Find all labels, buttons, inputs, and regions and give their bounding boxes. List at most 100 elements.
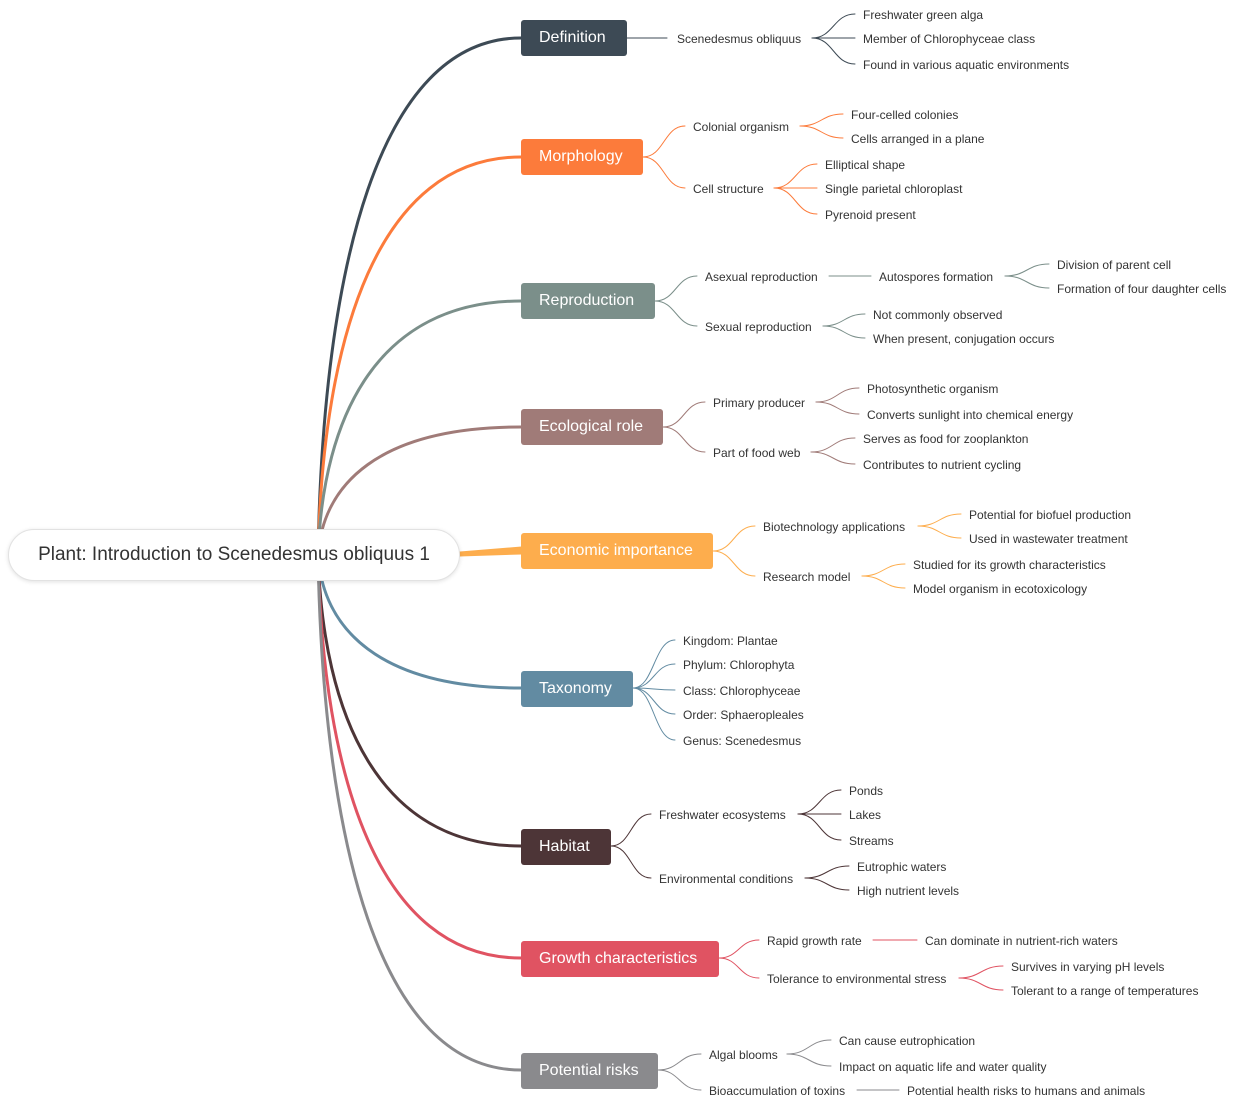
leaf-range-of-temperatures[interactable]: Tolerant to a range of temperatures: [1011, 984, 1199, 998]
leaf-parietal-chloroplast[interactable]: Single parietal chloroplast: [825, 182, 963, 196]
topic-freshwater-ecosystems[interactable]: Freshwater ecosystems: [659, 808, 786, 822]
topic-bioaccumulation[interactable]: Bioaccumulation of toxins: [709, 1084, 846, 1098]
link-risk-leaf-1: [786, 1039, 832, 1055]
link-eco-leaf-2: [815, 401, 860, 415]
topic-colonial-organism[interactable]: Colonial organism: [693, 120, 790, 134]
trunk-potential-risks: [316, 553, 523, 1072]
link-eco-leaf-3: [810, 437, 856, 453]
leaf-cause-eutrophication[interactable]: Can cause eutrophication: [839, 1034, 976, 1048]
link-eco-2: [662, 426, 706, 453]
leaf-nutrient-cycling[interactable]: Contributes to nutrient cycling: [863, 458, 1022, 472]
leaf-converts-sunlight[interactable]: Converts sunlight into chemical energy: [867, 408, 1074, 422]
branch-reproduction[interactable]: Reproduction: [521, 283, 655, 319]
leaf-eutrophic-waters[interactable]: Eutrophic waters: [857, 860, 947, 874]
leaf-cells-in-plane[interactable]: Cells arranged in a plane: [851, 132, 985, 146]
link-repro-leaf-3: [822, 313, 866, 327]
leaf-division-parent-cell[interactable]: Division of parent cell: [1057, 258, 1172, 272]
leaf-freshwater-green-alga[interactable]: Freshwater green alga: [863, 8, 984, 22]
leaf-aquatic-environments[interactable]: Found in various aquatic environments: [863, 58, 1070, 72]
link-morph-2: [642, 156, 686, 189]
leaf-elliptical-shape[interactable]: Elliptical shape: [825, 158, 906, 172]
leaf-health-risks[interactable]: Potential health risks to humans and ani…: [907, 1084, 1146, 1098]
topic-cell-structure[interactable]: Cell structure: [693, 182, 764, 196]
leaf-class[interactable]: Class: Chlorophyceae: [683, 684, 801, 698]
leaf-photosynthetic-organism[interactable]: Photosynthetic organism: [867, 382, 999, 396]
leaf-ponds[interactable]: Ponds: [849, 784, 884, 798]
topic-rapid-growth-rate[interactable]: Rapid growth rate: [767, 934, 862, 948]
root-topic[interactable]: Plant: Introduction to Scenedesmus obliq…: [8, 529, 460, 581]
leaf-conjugation-occurs[interactable]: When present, conjugation occurs: [873, 332, 1055, 346]
link-morph-leaf-1: [799, 113, 844, 127]
leaf-not-commonly-observed[interactable]: Not commonly observed: [873, 308, 1003, 322]
link-growth-leaf-1: [958, 965, 1004, 979]
link-tax-2: [632, 663, 676, 689]
branch-definition[interactable]: Definition: [521, 20, 627, 56]
leaf-varying-ph[interactable]: Survives in varying pH levels: [1011, 960, 1165, 974]
leaf-pyrenoid-present[interactable]: Pyrenoid present: [825, 208, 916, 222]
topic-tolerance-stress[interactable]: Tolerance to environmental stress: [767, 972, 947, 986]
link-econ-leaf-2: [917, 525, 962, 539]
branch-ecological-role[interactable]: Ecological role: [521, 409, 663, 445]
link-repro-1: [654, 275, 698, 302]
trunk-reproduction: [316, 299, 523, 557]
link-econ-leaf-3: [861, 563, 906, 577]
link-repro-leaf-4: [822, 325, 866, 339]
leaf-biofuel-production[interactable]: Potential for biofuel production: [969, 508, 1132, 522]
leaf-streams[interactable]: Streams: [849, 834, 894, 848]
link-growth-1: [718, 939, 760, 959]
branch-growth-characteristics[interactable]: Growth characteristics: [521, 941, 719, 977]
link-tax-4: [632, 687, 676, 715]
leaf-growth-characteristics-study[interactable]: Studied for its growth characteristics: [913, 558, 1106, 572]
trunk-economic-importance: [459, 546, 522, 557]
link-growth-leaf-2: [958, 977, 1004, 991]
topic-environmental-conditions[interactable]: Environmental conditions: [659, 872, 794, 886]
link-hab-2: [610, 845, 652, 879]
leaf-wastewater-treatment[interactable]: Used in wastewater treatment: [969, 532, 1128, 546]
link-risk-leaf-2: [786, 1053, 832, 1067]
link-hab-leaf-4: [804, 865, 850, 879]
branch-morphology[interactable]: Morphology: [521, 139, 643, 175]
branch-habitat[interactable]: Habitat: [521, 829, 611, 865]
trunk-taxonomy: [316, 553, 523, 690]
link-econ-leaf-1: [917, 513, 962, 527]
topic-biotechnology-applications[interactable]: Biotechnology applications: [763, 520, 906, 534]
link-hab-leaf-5: [804, 877, 850, 891]
link-eco-leaf-4: [810, 451, 856, 465]
topic-sexual-reproduction[interactable]: Sexual reproduction: [705, 320, 812, 334]
branch-economic-importance[interactable]: Economic importance: [521, 533, 713, 569]
leaf-model-ecotoxicology[interactable]: Model organism in ecotoxicology: [913, 582, 1088, 596]
link-eco-leaf-1: [815, 387, 860, 403]
leaf-kingdom[interactable]: Kingdom: Plantae: [683, 634, 778, 648]
link-repro-leaf-2: [1004, 275, 1050, 289]
leaf-impact-aquatic-life[interactable]: Impact on aquatic life and water quality: [839, 1060, 1047, 1074]
branch-potential-risks[interactable]: Potential risks: [521, 1053, 658, 1089]
link-hab-leaf-1: [797, 789, 842, 815]
link-morph-leaf-5: [773, 187, 818, 215]
leaf-order[interactable]: Order: Sphaeropleales: [683, 708, 804, 722]
leaf-lakes[interactable]: Lakes: [849, 808, 882, 822]
leaf-four-daughter-cells[interactable]: Formation of four daughter cells: [1057, 282, 1227, 296]
topic-research-model[interactable]: Research model: [763, 570, 851, 584]
topic-algal-blooms[interactable]: Algal blooms: [709, 1048, 778, 1062]
topic-autospores-formation[interactable]: Autospores formation: [879, 270, 994, 284]
topic-food-web[interactable]: Part of food web: [713, 446, 801, 460]
leaf-member-chlorophyceae[interactable]: Member of Chlorophyceae class: [863, 32, 1036, 46]
leaf-four-celled-colonies[interactable]: Four-celled colonies: [851, 108, 959, 122]
link-def-leaf-1: [811, 13, 856, 39]
link-repro-2: [654, 300, 698, 327]
leaf-genus[interactable]: Genus: Scenedesmus: [683, 734, 802, 748]
branch-taxonomy[interactable]: Taxonomy: [521, 671, 633, 707]
leaf-dominate-nutrient-rich[interactable]: Can dominate in nutrient-rich waters: [925, 934, 1118, 948]
topic-scenedesmus-obliquus[interactable]: Scenedesmus obliquus: [677, 32, 802, 46]
topic-primary-producer[interactable]: Primary producer: [713, 396, 806, 410]
link-hab-leaf-3: [797, 813, 842, 841]
leaf-phylum[interactable]: Phylum: Chlorophyta: [683, 658, 795, 672]
leaf-high-nutrient-levels[interactable]: High nutrient levels: [857, 884, 960, 898]
link-def-leaf-3: [811, 37, 856, 65]
link-repro-leaf-1: [1004, 263, 1050, 277]
link-econ-2: [712, 550, 756, 577]
leaf-food-for-zooplankton[interactable]: Serves as food for zooplankton: [863, 432, 1029, 446]
link-morph-1: [642, 125, 686, 158]
topic-asexual-reproduction[interactable]: Asexual reproduction: [705, 270, 818, 284]
link-tax-5: [632, 687, 676, 741]
